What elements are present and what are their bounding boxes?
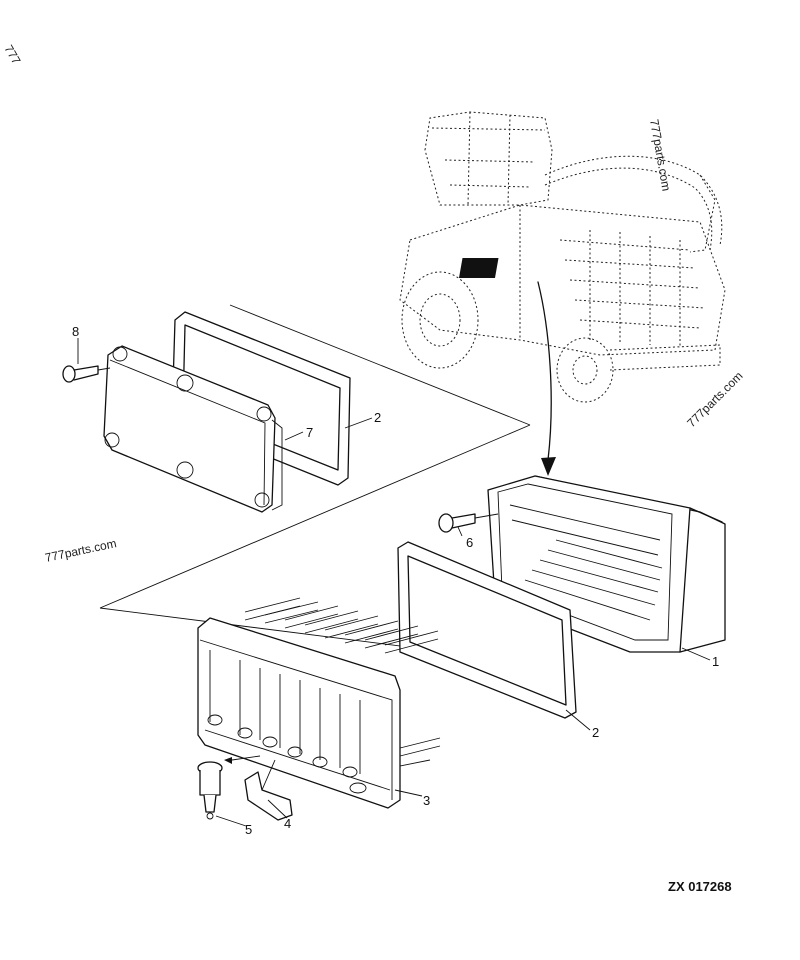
cover-gasket bbox=[171, 311, 351, 486]
box-location-marker bbox=[458, 258, 499, 278]
callout-5: 5 bbox=[245, 822, 252, 837]
watermark-top: 777parts.com bbox=[647, 118, 673, 192]
drawing-reference: ZX 017268 bbox=[668, 879, 732, 894]
tractor-location-illustration bbox=[399, 111, 726, 476]
locking-clip bbox=[244, 759, 293, 821]
callout-4: 4 bbox=[284, 816, 291, 831]
housing-screw bbox=[438, 513, 499, 533]
corner-watermark: 777 bbox=[1, 43, 23, 68]
callout-2-top: 2 bbox=[374, 410, 381, 425]
cover-plate bbox=[103, 345, 283, 513]
watermark-left: 777parts.com bbox=[44, 536, 118, 565]
leader-lines bbox=[77, 338, 711, 827]
callout-2-bottom: 2 bbox=[592, 725, 599, 740]
cover-screw bbox=[62, 365, 111, 383]
relay-base bbox=[197, 597, 441, 809]
terminal-connector bbox=[197, 761, 223, 820]
callout-8: 8 bbox=[72, 324, 79, 339]
callout-6: 6 bbox=[466, 535, 473, 550]
watermark-right: 777parts.com bbox=[684, 369, 745, 430]
callout-1: 1 bbox=[712, 654, 719, 669]
callout-3: 3 bbox=[423, 793, 430, 808]
callout-7: 7 bbox=[306, 425, 313, 440]
housing-gasket bbox=[397, 541, 577, 719]
